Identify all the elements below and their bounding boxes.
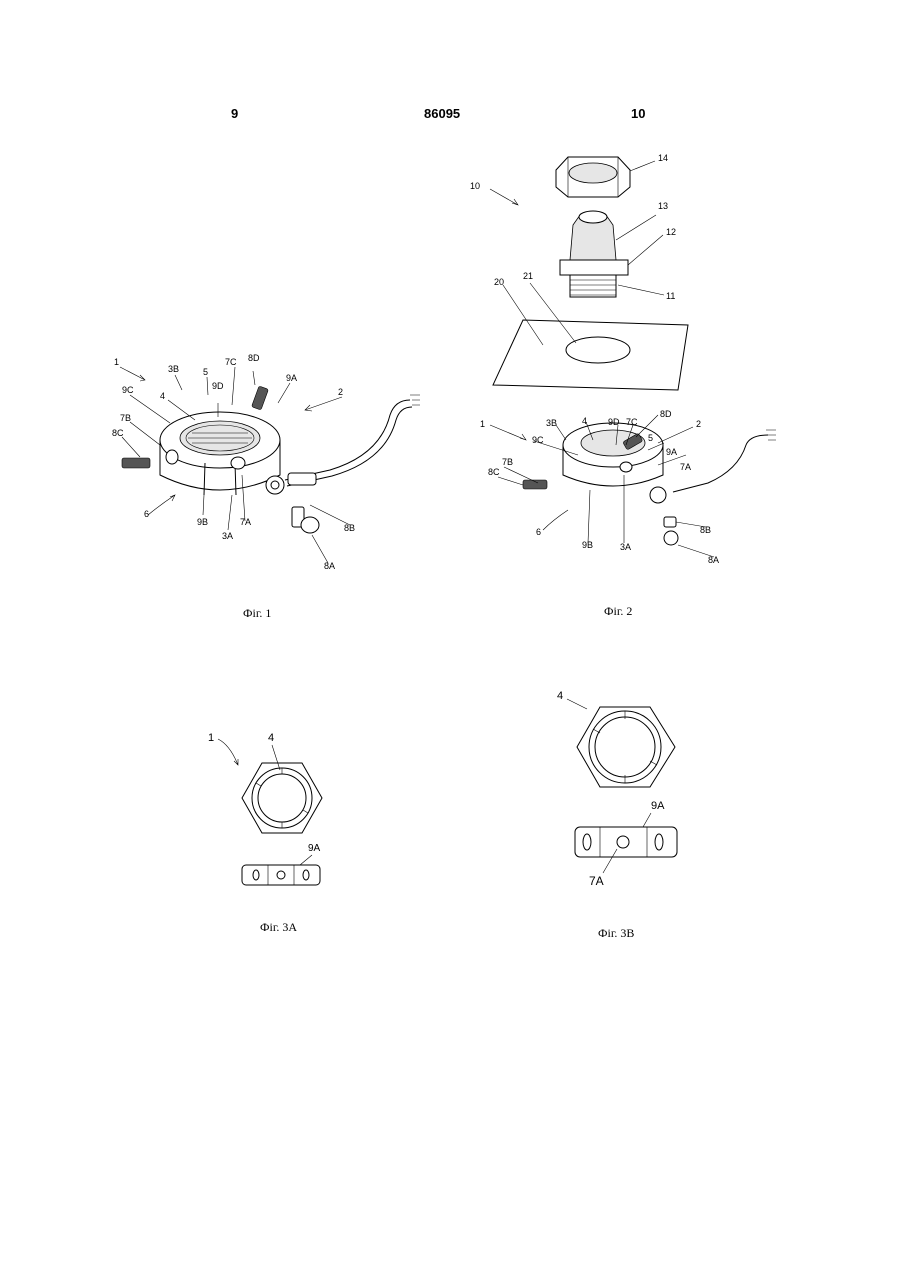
fig1-label-3B: 3B [168,364,179,374]
page-number-right: 10 [631,106,645,121]
fig2-label-7B: 7B [502,457,513,467]
fig1-label-7B: 7B [120,413,131,423]
fig2-label-21: 21 [523,271,533,281]
fig2-label-8B: 8B [700,525,711,535]
figure-1-drawing: 1 3B 5 7C 8D 9A 2 9C 4 9D 7B 8C 6 9B 3A … [100,345,440,585]
fig2-label-20: 20 [494,277,504,287]
fig2-label-7C: 7C [626,417,638,427]
fig2-label-3A: 3A [620,542,631,552]
fig2-label-12: 12 [666,227,676,237]
fig2-label-14: 14 [658,153,668,163]
fig1-label-3A: 3A [222,531,233,541]
fig1-label-4: 4 [160,391,165,401]
fig2-label-9B: 9B [582,540,593,550]
fig1-label-7A: 7A [240,517,251,527]
fig1-label-8B: 8B [344,523,355,533]
fig3b-label-4: 4 [557,690,563,702]
figure-3b-drawing: 4 9A 7A [555,685,705,895]
figure-3a-caption: Фіг. 3A [260,920,297,935]
figure-2-drawing: 10 14 13 12 11 20 21 1 3B 4 9D 7C 8D 2 5… [468,145,808,575]
fig2-label-9C: 9C [532,435,544,445]
fig2-label-6: 6 [536,527,541,537]
fig1-label-8D: 8D [248,353,260,363]
fig1-label-9C: 9C [122,385,134,395]
fig1-label-8C: 8C [112,428,124,438]
fig3a-label-9A: 9A [308,843,321,854]
fig3b-label-7A: 7A [589,874,604,888]
fig2-label-2: 2 [696,419,701,429]
fig2-label-5: 5 [648,433,653,443]
fig2-label-7A: 7A [680,462,691,472]
fig1-label-5: 5 [203,367,208,377]
fig2-label-1: 1 [480,419,485,429]
fig2-label-8C: 8C [488,467,500,477]
fig1-label-8A: 8A [324,561,335,571]
figure-3a-drawing: 1 4 9A [200,725,360,895]
fig3a-label-4: 4 [268,732,274,744]
fig1-label-2: 2 [338,387,343,397]
fig2-label-8A: 8A [708,555,719,565]
fig1-label-9B: 9B [197,517,208,527]
fig2-label-9D: 9D [608,417,620,427]
fig3b-label-9A: 9A [651,800,665,812]
fig1-label-1: 1 [114,357,119,367]
fig1-label-7C: 7C [225,357,237,367]
fig3a-label-1: 1 [208,732,214,744]
fig1-label-9A: 9A [286,373,297,383]
figure-1-caption: Фіг. 1 [243,606,271,621]
fig2-label-13: 13 [658,201,668,211]
fig1-label-9D: 9D [212,381,224,391]
fig2-label-8D: 8D [660,409,672,419]
fig1-label-6: 6 [144,509,149,519]
page-number-left: 9 [231,106,238,121]
fig2-label-9A: 9A [666,447,677,457]
fig2-label-3B: 3B [546,418,557,428]
fig2-label-11: 11 [666,291,675,301]
figure-2-caption: Фіг. 2 [604,604,632,619]
fig2-label-10: 10 [470,181,480,191]
fig2-label-4: 4 [582,416,587,426]
figure-3b-caption: Фіг. 3B [598,926,634,941]
patent-number: 86095 [424,106,460,121]
